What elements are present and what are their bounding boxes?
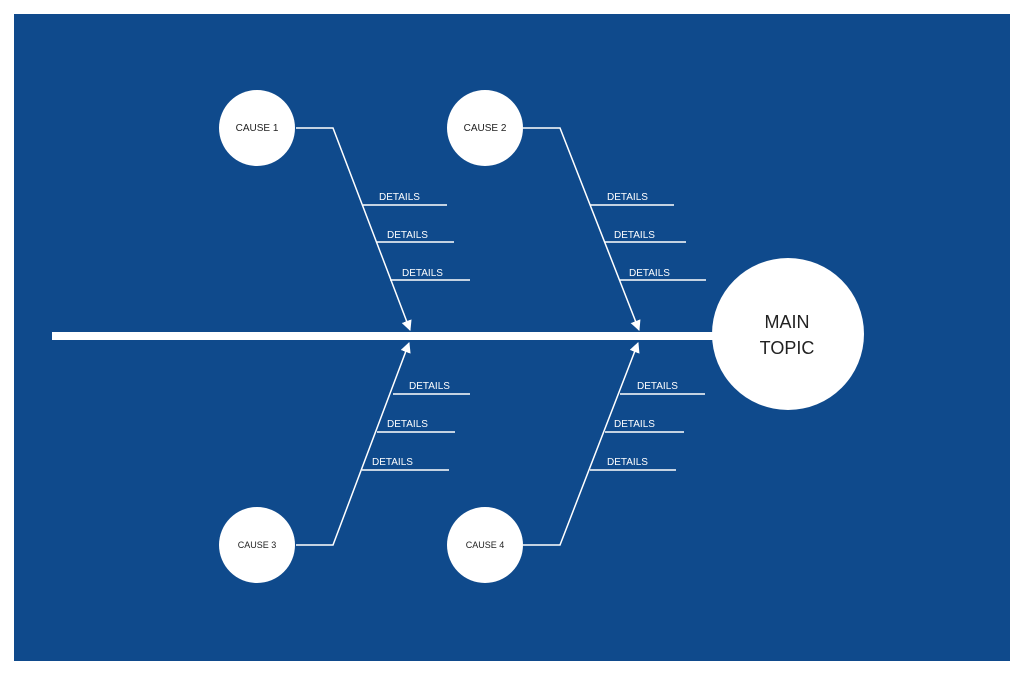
cause-3-bone [296, 342, 411, 546]
cause-1-bone [296, 127, 412, 331]
spine [52, 332, 752, 340]
main-topic-circle[interactable] [712, 258, 864, 410]
detail-label: DETAILS [637, 381, 678, 392]
detail-label: DETAILS [409, 381, 450, 392]
cause-1-circle[interactable] [219, 90, 295, 166]
cause-3-label: CAUSE 3 [238, 540, 277, 550]
detail-label: DETAILS [402, 268, 443, 279]
detail-label: DETAILS [629, 268, 670, 279]
detail-label: DETAILS [387, 419, 428, 430]
detail-label: DETAILS [614, 230, 655, 241]
cause-2-group: DETAILS DETAILS DETAILS CAUSE 2 [447, 90, 706, 331]
cause-2-circle[interactable] [447, 90, 523, 166]
detail-label: DETAILS [614, 419, 655, 430]
detail-label: DETAILS [372, 457, 413, 468]
cause-3-group: DETAILS DETAILS DETAILS CAUSE 3 [219, 342, 470, 583]
detail-label: DETAILS [387, 230, 428, 241]
main-topic-group: MAIN TOPIC [712, 258, 864, 410]
main-topic-line-2: TOPIC [760, 338, 815, 358]
cause-4-group: DETAILS DETAILS DETAILS CAUSE 4 [447, 342, 705, 583]
cause-3-circle[interactable] [219, 507, 295, 583]
detail-label: DETAILS [607, 192, 648, 203]
detail-label: DETAILS [607, 457, 648, 468]
cause-1-label: CAUSE 1 [236, 123, 279, 134]
main-topic-line-1: MAIN [765, 312, 810, 332]
cause-2-label: CAUSE 2 [464, 123, 507, 134]
cause-4-label: CAUSE 4 [466, 540, 505, 550]
cause-4-circle[interactable] [447, 507, 523, 583]
cause-1-group: DETAILS DETAILS DETAILS CAUSE 1 [219, 90, 470, 331]
cause-2-bone [523, 127, 641, 331]
detail-label: DETAILS [379, 192, 420, 203]
cause-4-bone [523, 342, 640, 546]
